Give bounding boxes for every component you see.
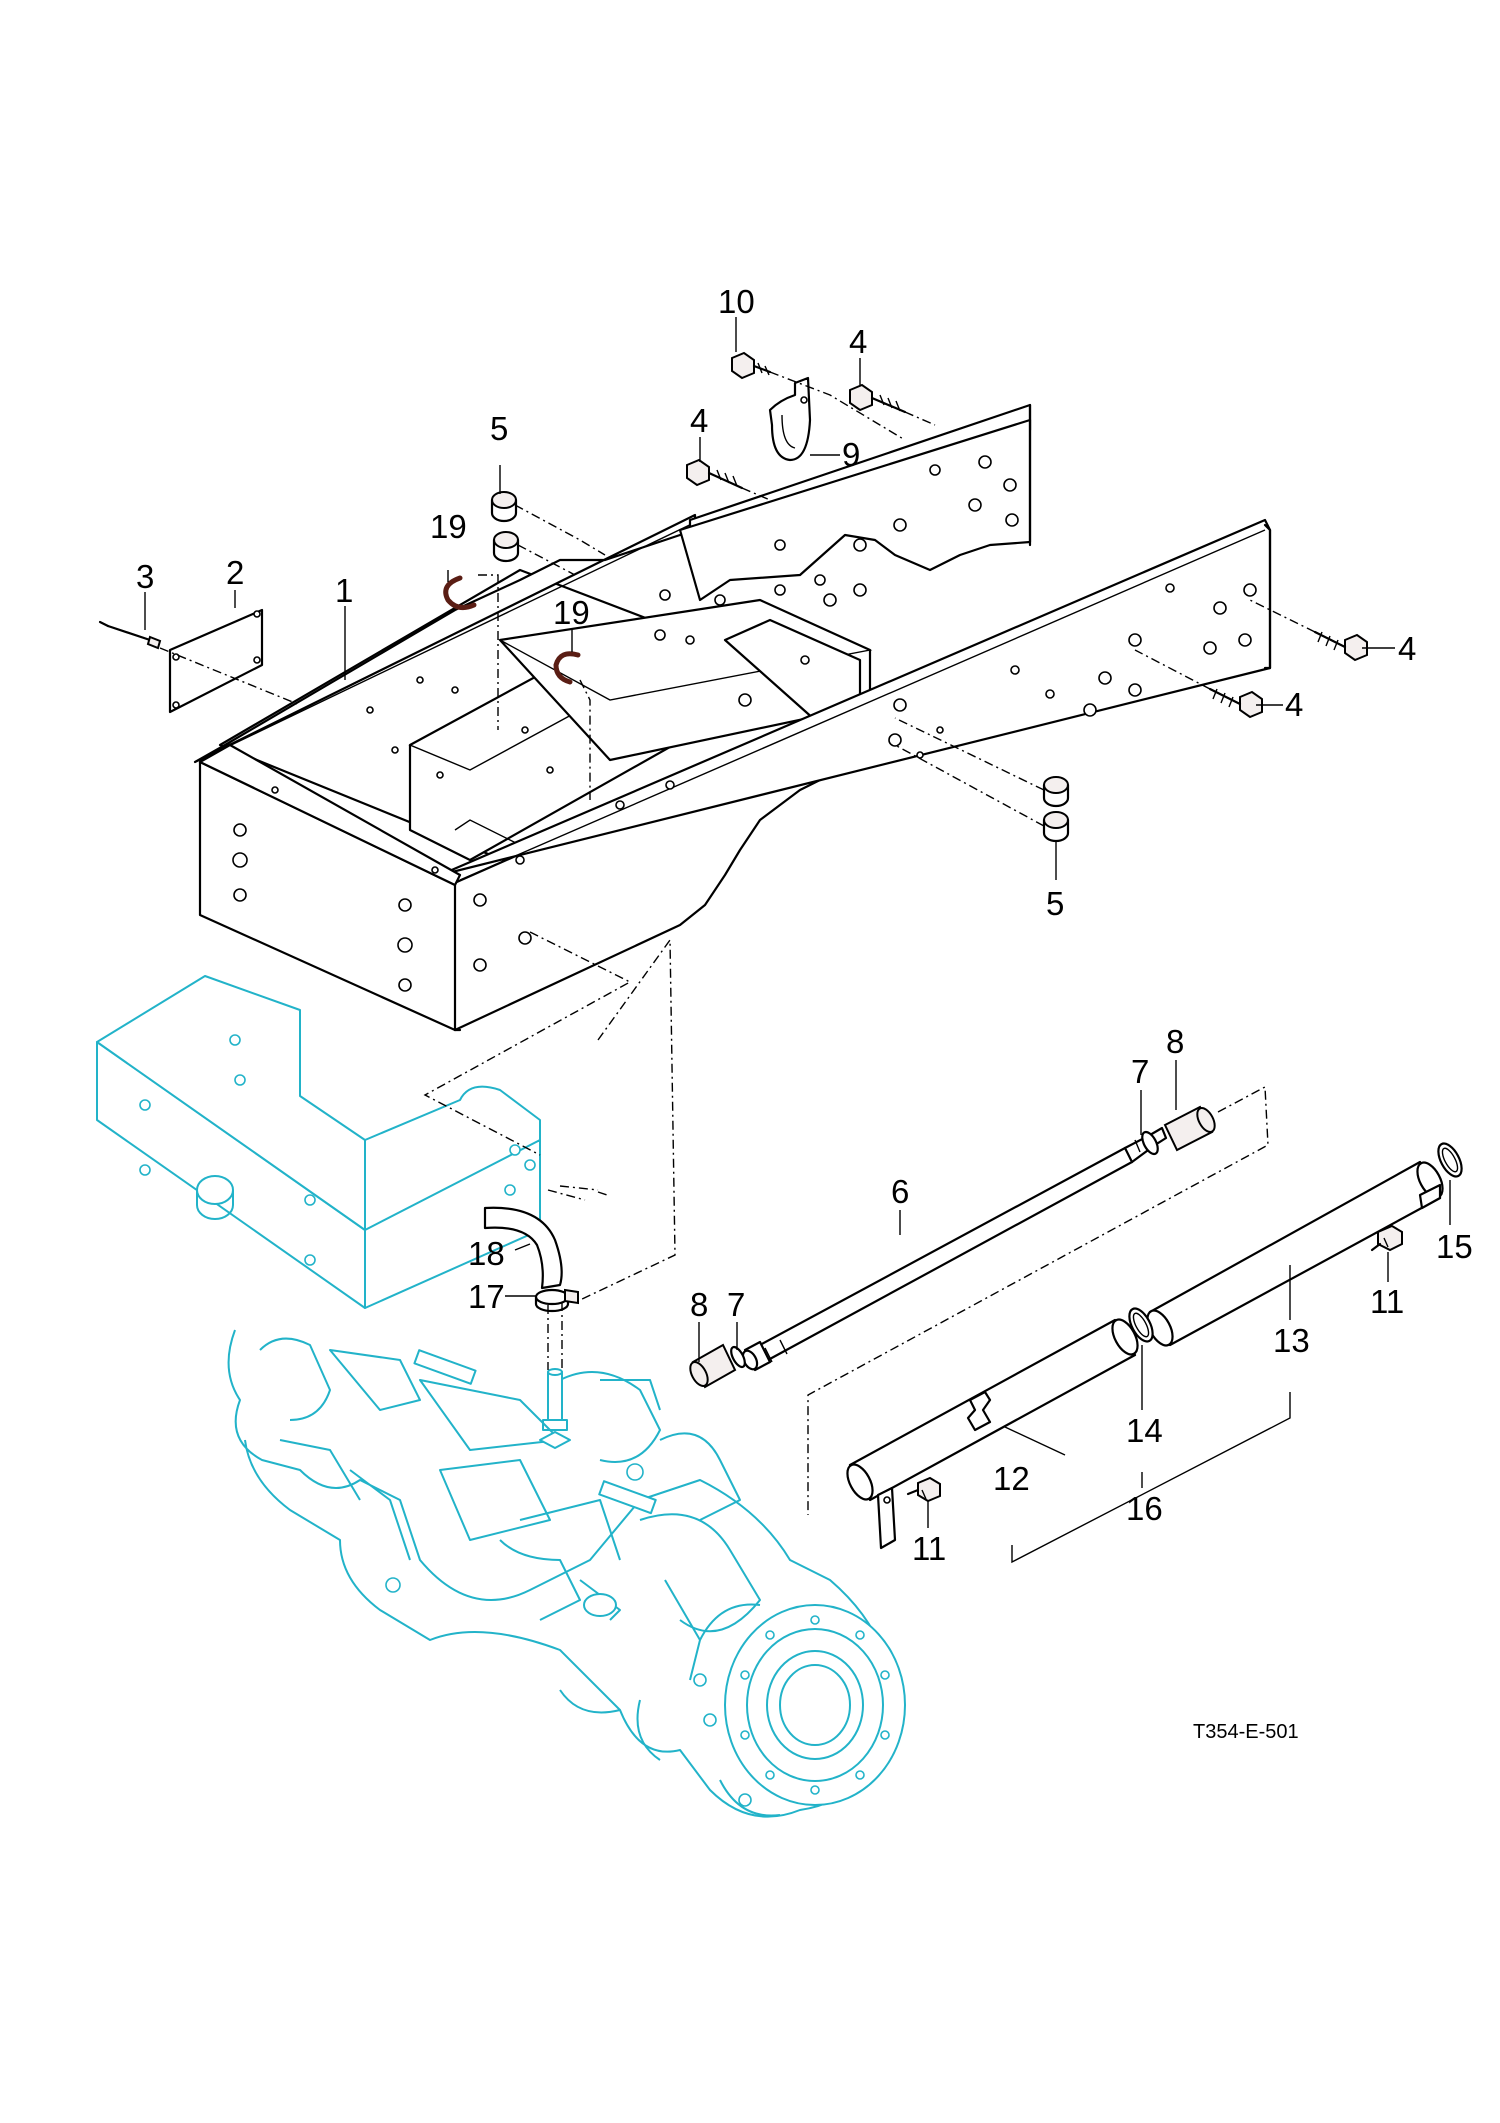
callout-4-upper: 4 <box>690 402 708 439</box>
hose-clamp-part-17[interactable] <box>534 1288 579 1313</box>
callout-8-right: 8 <box>1166 1023 1184 1060</box>
bolt-part-4-right-lower[interactable] <box>1208 687 1263 719</box>
callout-11-right: 11 <box>1370 1283 1404 1320</box>
bushing-part-8-left[interactable] <box>687 1343 737 1389</box>
callout-7-right: 7 <box>1131 1053 1149 1090</box>
bolt-part-4-top[interactable] <box>849 383 907 414</box>
bushing-part-5-lower-a[interactable] <box>1042 776 1070 808</box>
callout-13: 13 <box>1273 1322 1310 1359</box>
tube-part-13[interactable] <box>1142 1159 1447 1350</box>
bushing-part-5-upper-b[interactable] <box>492 531 520 563</box>
assembly-lines <box>159 371 1316 1515</box>
nipple-fitting <box>539 1368 571 1449</box>
callout-6: 6 <box>891 1173 909 1210</box>
rear-axle-reference <box>227 1329 906 1818</box>
clip-part-19-left[interactable] <box>443 575 477 611</box>
callout-7-left: 7 <box>727 1286 745 1323</box>
callout-3: 3 <box>136 558 154 595</box>
callout-19-right: 19 <box>553 594 590 631</box>
bolt-part-10[interactable] <box>731 351 772 380</box>
o-ring-part-7-right[interactable] <box>1139 1130 1161 1157</box>
callout-16: 16 <box>1126 1490 1163 1527</box>
callout-12: 12 <box>993 1460 1030 1497</box>
seal-part-15[interactable] <box>1434 1140 1467 1180</box>
callout-10: 10 <box>718 283 755 320</box>
callout-labels: 1 2 3 4 4 4 4 5 5 6 7 7 8 8 9 10 11 11 1… <box>136 283 1473 1743</box>
plate-part-2[interactable] <box>168 608 264 714</box>
rivet-part-3[interactable] <box>98 620 162 650</box>
callout-2: 2 <box>226 554 244 591</box>
bolt-part-4-right-upper[interactable] <box>1313 630 1368 662</box>
o-ring-part-7-left[interactable] <box>728 1345 747 1369</box>
front-bracket-reference <box>96 975 541 1309</box>
callout-4-top: 4 <box>849 323 867 360</box>
callout-15: 15 <box>1436 1228 1473 1265</box>
leader-lines <box>144 317 1451 1564</box>
tube-part-12[interactable] <box>842 1316 1142 1550</box>
fitting-part-11-left[interactable] <box>906 1476 941 1503</box>
callout-17: 17 <box>468 1278 505 1315</box>
bushing-part-8-right[interactable] <box>1163 1105 1218 1152</box>
shaft-part-6[interactable] <box>740 1126 1168 1372</box>
callout-4-right-upper: 4 <box>1398 630 1416 667</box>
clip-part-19-right[interactable] <box>553 651 581 685</box>
callout-5-lower: 5 <box>1046 885 1064 922</box>
bolt-part-4-upper[interactable] <box>686 458 744 490</box>
fitting-part-11-right[interactable] <box>1370 1224 1403 1252</box>
seal-part-14[interactable] <box>1125 1305 1158 1345</box>
callout-8-left: 8 <box>690 1286 708 1323</box>
drawing-code: T354-E-501 <box>1193 1721 1299 1743</box>
callout-5-upper: 5 <box>490 410 508 447</box>
main-frame[interactable] <box>193 403 1272 1032</box>
hose-part-18[interactable] <box>483 1206 563 1290</box>
bushing-part-5-lower-b[interactable] <box>1042 811 1070 843</box>
callout-9: 9 <box>842 436 860 473</box>
callout-14: 14 <box>1126 1412 1163 1449</box>
callout-19-left: 19 <box>430 508 467 545</box>
callout-1: 1 <box>335 572 353 609</box>
callout-4-right-lower: 4 <box>1285 686 1303 723</box>
clamp-part-9[interactable] <box>768 376 812 462</box>
callout-18: 18 <box>468 1235 505 1272</box>
bushing-part-5-upper-a[interactable] <box>490 491 518 523</box>
callout-11-left: 11 <box>912 1530 946 1567</box>
